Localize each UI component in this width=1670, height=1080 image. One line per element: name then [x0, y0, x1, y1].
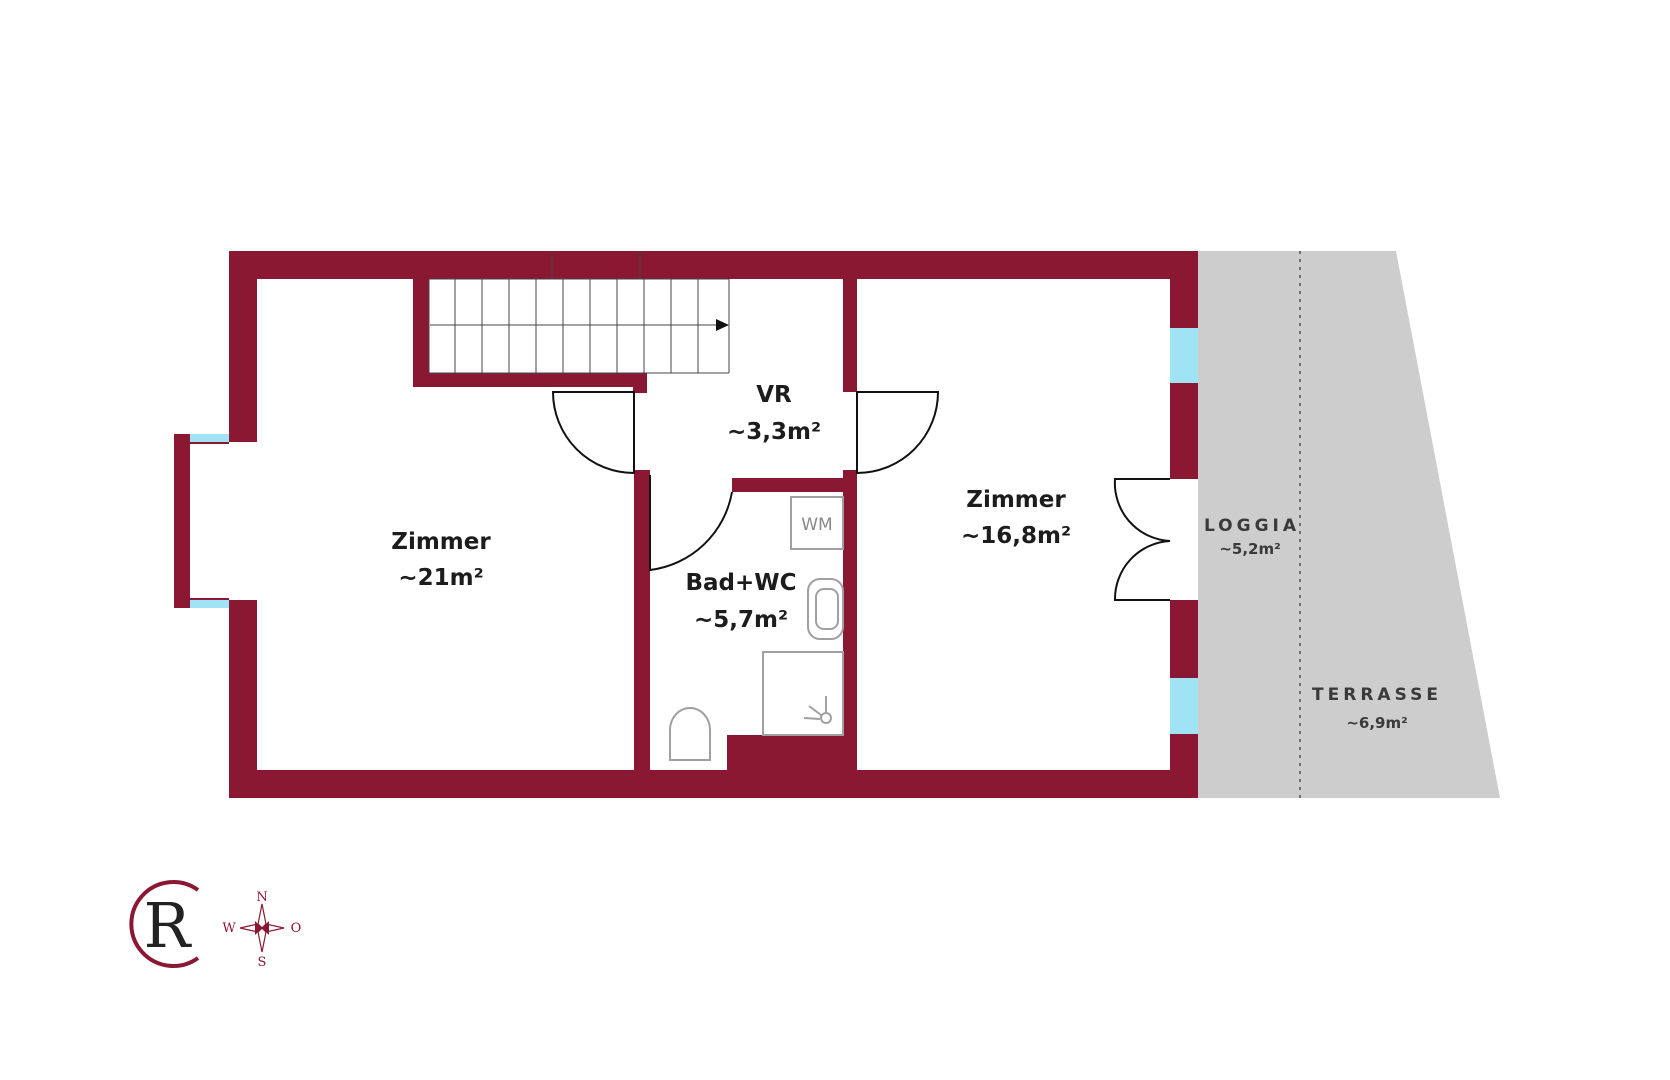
terrace-name: TERRASSE [1312, 685, 1442, 705]
loggia-name: LOGGIA [1204, 516, 1300, 536]
bathroom-fixtures [669, 496, 844, 761]
outer-walls [229, 251, 1198, 798]
terrace-area [1198, 251, 1500, 798]
logo-letter: R [144, 889, 193, 962]
stair-arrow-icon [716, 319, 729, 331]
compass-icon: N S W O [222, 890, 301, 970]
washing-machine-label: WM [801, 515, 832, 535]
loggia-area: ~5,2m² [1219, 540, 1280, 558]
interior-walls [413, 279, 857, 770]
shower-icon [762, 651, 844, 736]
room-name-bad-wc: Bad+WC [685, 570, 796, 596]
compass-west: W [222, 921, 236, 936]
room-name-zimmer-16: Zimmer [966, 487, 1066, 513]
washing-machine-icon [790, 496, 844, 550]
right-windows [1170, 328, 1198, 734]
room-area-zimmer-21: ~21m² [398, 565, 483, 591]
sink-icon [807, 578, 844, 640]
compass-south: S [258, 955, 267, 970]
compass-east: O [291, 921, 302, 936]
toilet-icon [669, 707, 711, 761]
room-area-vr: ~3,3m² [727, 419, 821, 445]
doors [551, 391, 1171, 601]
room-area-bad-wc: ~5,7m² [694, 607, 788, 633]
terrace-area-value: ~6,9m² [1346, 714, 1407, 732]
room-area-zimmer-16: ~16,8m² [961, 523, 1071, 549]
bay-window [174, 434, 229, 608]
company-logo: R [129, 880, 200, 968]
room-name-zimmer-21: Zimmer [391, 529, 491, 555]
compass-north: N [256, 890, 267, 905]
room-name-vr: VR [756, 382, 792, 408]
staircase [428, 251, 730, 374]
